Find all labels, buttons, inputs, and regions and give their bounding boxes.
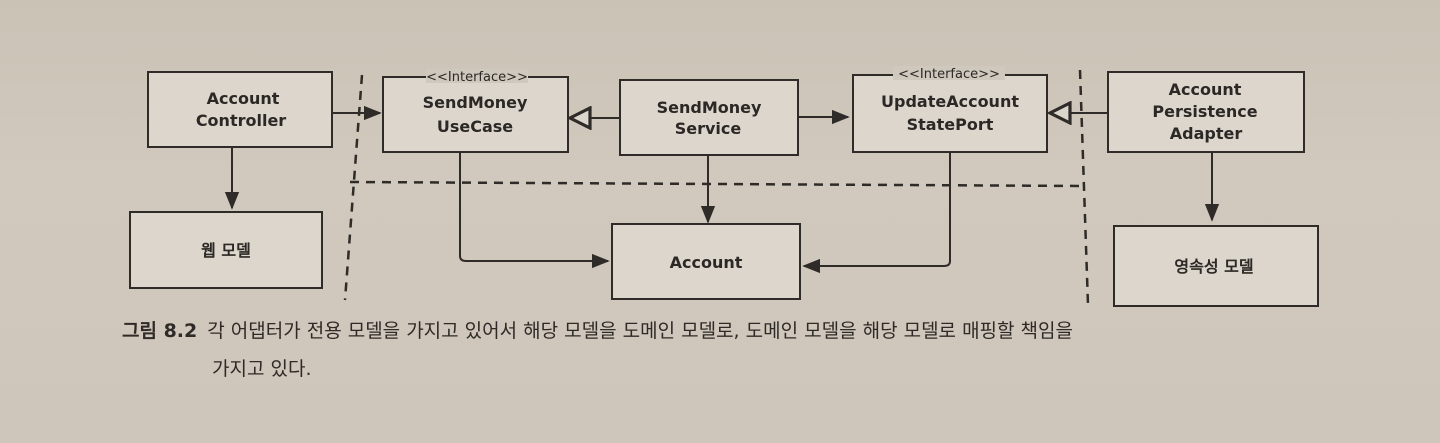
node-line: SendMoney xyxy=(657,98,762,117)
node-line: StatePort xyxy=(907,115,994,134)
node-update-account-state-port: <<Interface>> UpdateAccount StatePort xyxy=(852,66,1048,153)
node-send-money-usecase: <<Interface>> SendMoney UseCase xyxy=(382,69,569,153)
edge-usecase-to-account xyxy=(459,152,610,269)
node-persistence-model: 영속성 모델 xyxy=(1113,225,1319,307)
node-line: Account xyxy=(207,89,280,108)
figure-number: 그림 8.2 xyxy=(122,320,198,342)
node-account-controller: Account Controller xyxy=(147,71,333,148)
node-line: Account xyxy=(1169,80,1242,99)
node-line: UpdateAccount xyxy=(881,92,1019,111)
node-line: UseCase xyxy=(437,117,513,136)
node-line: Account xyxy=(670,253,743,272)
node-line: 웹 모델 xyxy=(201,241,251,260)
architecture-diagram: Account Controller 웹 모델 <<Interface>> Se… xyxy=(129,66,1319,307)
node-line: 영속성 모델 xyxy=(1174,257,1253,276)
figure-caption: 그림 8.2 각 어댑터가 전용 모델을 가지고 있어서 해당 모델을 도메인 모… xyxy=(122,312,1342,388)
node-line: Service xyxy=(675,119,742,138)
node-line: Persistence xyxy=(1152,102,1257,121)
edges xyxy=(224,113,1220,274)
node-account: Account xyxy=(611,223,801,300)
caption-line-1: 각 어댑터가 전용 모델을 가지고 있어서 해당 모델을 도메인 모델로, 도메… xyxy=(207,320,1073,342)
node-web-model: 웹 모델 xyxy=(129,211,323,289)
caption-line-2: 가지고 있다. xyxy=(212,358,312,380)
node-line: Adapter xyxy=(1170,124,1243,143)
node-send-money-service: SendMoney Service xyxy=(619,79,799,156)
node-line: SendMoney xyxy=(423,93,528,112)
node-line: Controller xyxy=(196,111,286,130)
edge-port-to-account xyxy=(802,153,951,274)
node-stereotype: <<Interface>> xyxy=(426,70,528,85)
node-account-persistence-adapter: Account Persistence Adapter xyxy=(1107,71,1305,153)
node-stereotype: <<Interface>> xyxy=(898,67,1000,82)
